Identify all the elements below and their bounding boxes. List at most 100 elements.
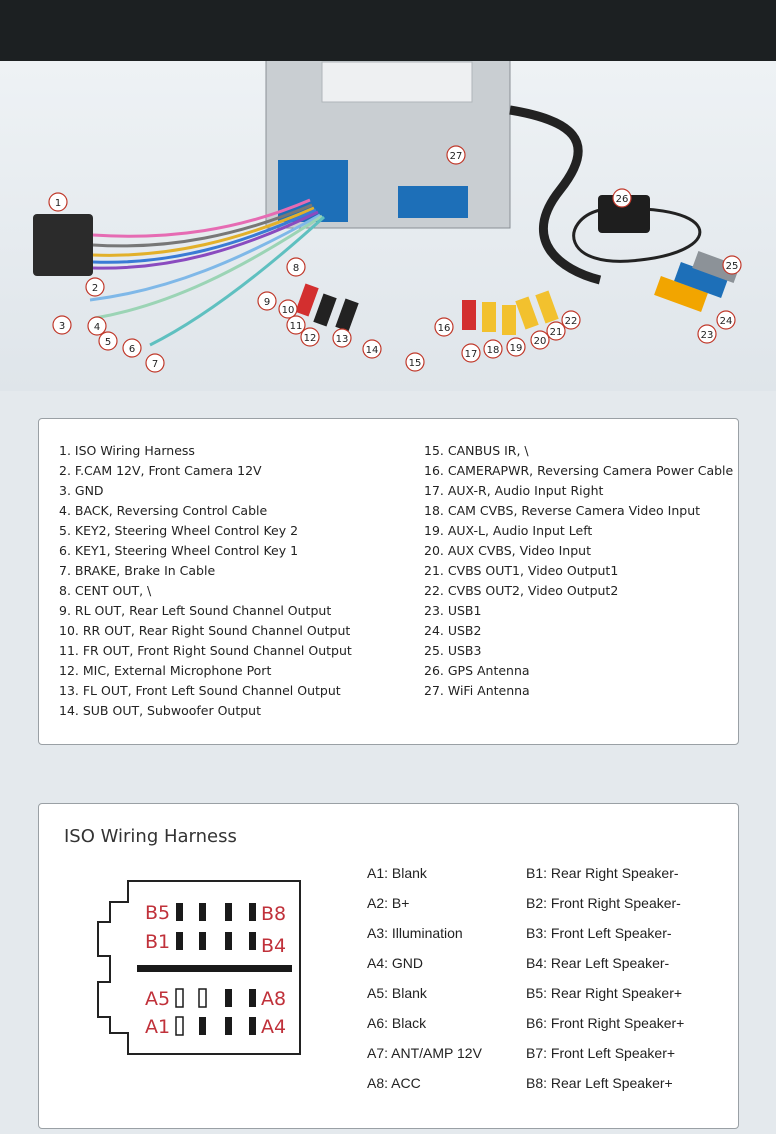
svg-text:21: 21 [550, 327, 563, 338]
legend-item: 26. GPS Antenna [424, 663, 530, 678]
callout-6: 6 [122, 338, 142, 358]
pin-entry: A4: GND [367, 955, 424, 971]
callout-25: 25 [722, 255, 742, 275]
pin-entry: B6: Front Right Speaker+ [526, 1015, 685, 1031]
svg-text:19: 19 [510, 343, 523, 354]
svg-text:14: 14 [366, 345, 379, 356]
callout-17: 17 [461, 343, 481, 363]
legend-item: 24. USB2 [424, 623, 482, 638]
legend-item: 16. CAMERAPWR, Reversing Camera Power Ca… [424, 463, 734, 478]
svg-text:11: 11 [290, 321, 303, 332]
pin-b5 [176, 903, 183, 921]
pin-entry: A8: ACC [367, 1075, 421, 1091]
legend-item: 27. WiFi Antenna [424, 683, 530, 698]
pin-a6 [198, 988, 207, 1008]
legend-item: 25. USB3 [424, 643, 482, 658]
callout-11: 11 [286, 315, 306, 335]
pin-entry: A1: Blank [367, 865, 427, 881]
callout-4: 4 [87, 316, 107, 336]
svg-text:26: 26 [616, 194, 629, 205]
connector-outline [97, 880, 301, 1055]
pin-a4 [249, 1017, 256, 1035]
callout-5: 5 [98, 331, 118, 351]
svg-text:15: 15 [409, 358, 422, 369]
callout-8: 8 [286, 257, 306, 277]
svg-text:13: 13 [336, 334, 349, 345]
callout-19: 19 [506, 337, 526, 357]
legend-item: 23. USB1 [424, 603, 482, 618]
callout-23: 23 [697, 324, 717, 344]
pin-entry: A7: ANT/AMP 12V [367, 1045, 482, 1061]
callout-18: 18 [483, 339, 503, 359]
pin-label-b1: B1 [145, 931, 170, 953]
svg-text:16: 16 [438, 323, 451, 334]
svg-text:24: 24 [720, 316, 733, 327]
legend-item: 12. MIC, External Microphone Port [59, 663, 272, 678]
legend-item: 13. FL OUT, Front Left Sound Channel Out… [59, 683, 341, 698]
legend-column-right: 15. CANBUS IR, \ 16. CAMERAPWR, Reversin… [424, 441, 733, 701]
svg-text:5: 5 [105, 337, 111, 348]
b-pin-list: B1: Rear Right Speaker- B2: Front Right … [526, 858, 684, 1098]
legend-item: 21. CVBS OUT1, Video Output1 [424, 563, 619, 578]
legend-item: 17. AUX-R, Audio Input Right [424, 483, 604, 498]
svg-text:2: 2 [92, 283, 98, 294]
svg-text:4: 4 [94, 322, 100, 333]
callout-20: 20 [530, 330, 550, 350]
callout-14: 14 [362, 339, 382, 359]
callout-9: 9 [257, 291, 277, 311]
svg-text:1: 1 [55, 198, 61, 209]
callout-2: 2 [85, 277, 105, 297]
svg-text:17: 17 [465, 349, 478, 360]
pin-entry: B8: Rear Left Speaker+ [526, 1075, 673, 1091]
legend-item: 19. AUX-L, Audio Input Left [424, 523, 593, 538]
connector-legend: 1. ISO Wiring Harness 2. F.CAM 12V, Fron… [38, 418, 739, 745]
svg-text:20: 20 [534, 336, 547, 347]
legend-item: 4. BACK, Reversing Control Cable [59, 503, 268, 518]
svg-text:25: 25 [726, 261, 739, 272]
pin-b6 [199, 903, 206, 921]
iso-plug [33, 214, 93, 276]
pin-entry: A3: Illumination [367, 925, 463, 941]
pin-b3 [225, 932, 232, 950]
pin-entry: B1: Rear Right Speaker- [526, 865, 679, 881]
svg-text:27: 27 [450, 151, 463, 162]
pin-entry: A5: Blank [367, 985, 427, 1001]
pin-b4 [249, 932, 256, 950]
callout-13: 13 [332, 328, 352, 348]
legend-item: 9. RL OUT, Rear Left Sound Channel Outpu… [59, 603, 332, 618]
callout-27: 27 [446, 145, 466, 165]
pin-entry: A6: Black [367, 1015, 427, 1031]
callout-1: 1 [48, 192, 68, 212]
legend-item: 18. CAM CVBS, Reverse Camera Video Input [424, 503, 701, 518]
pin-entry: B7: Front Left Speaker+ [526, 1045, 676, 1061]
svg-text:3: 3 [59, 321, 65, 332]
pin-entry: B2: Front Right Speaker- [526, 895, 681, 911]
pin-entry: A2: B+ [367, 895, 410, 911]
pin-entry: B4: Rear Left Speaker- [526, 955, 670, 971]
pin-b2 [199, 932, 206, 950]
top-banner [0, 0, 776, 61]
pin-a5 [175, 988, 184, 1008]
pin-b7 [225, 903, 232, 921]
product-photo: 1 2 3 4 5 6 7 8 9 10 11 12 13 14 15 16 1… [0, 61, 776, 391]
pin-a7 [225, 989, 232, 1007]
legend-column-left: 1. ISO Wiring Harness 2. F.CAM 12V, Fron… [59, 441, 352, 721]
legend-item: 15. CANBUS IR, \ [424, 443, 529, 458]
callout-22: 22 [561, 310, 581, 330]
legend-item: 2. F.CAM 12V, Front Camera 12V [59, 463, 262, 478]
svg-text:7: 7 [152, 359, 158, 370]
pin-entry: B5: Rear Right Speaker+ [526, 985, 683, 1001]
legend-item: 6. KEY1, Steering Wheel Control Key 1 [59, 543, 299, 558]
connector-divider [137, 965, 292, 972]
legend-item: 8. CENT OUT, \ [59, 583, 152, 598]
callout-3: 3 [52, 315, 72, 335]
legend-item: 22. CVBS OUT2, Video Output2 [424, 583, 619, 598]
callout-10: 10 [278, 299, 298, 319]
legend-item: 11. FR OUT, Front Right Sound Channel Ou… [59, 643, 352, 658]
pin-label-a4: A4 [261, 1016, 286, 1038]
legend-item: 1. ISO Wiring Harness [59, 443, 195, 458]
legend-item: 20. AUX CVBS, Video Input [424, 543, 591, 558]
pin-a3 [225, 1017, 232, 1035]
svg-text:23: 23 [701, 330, 714, 341]
legend-item: 7. BRAKE, Brake In Cable [59, 563, 216, 578]
